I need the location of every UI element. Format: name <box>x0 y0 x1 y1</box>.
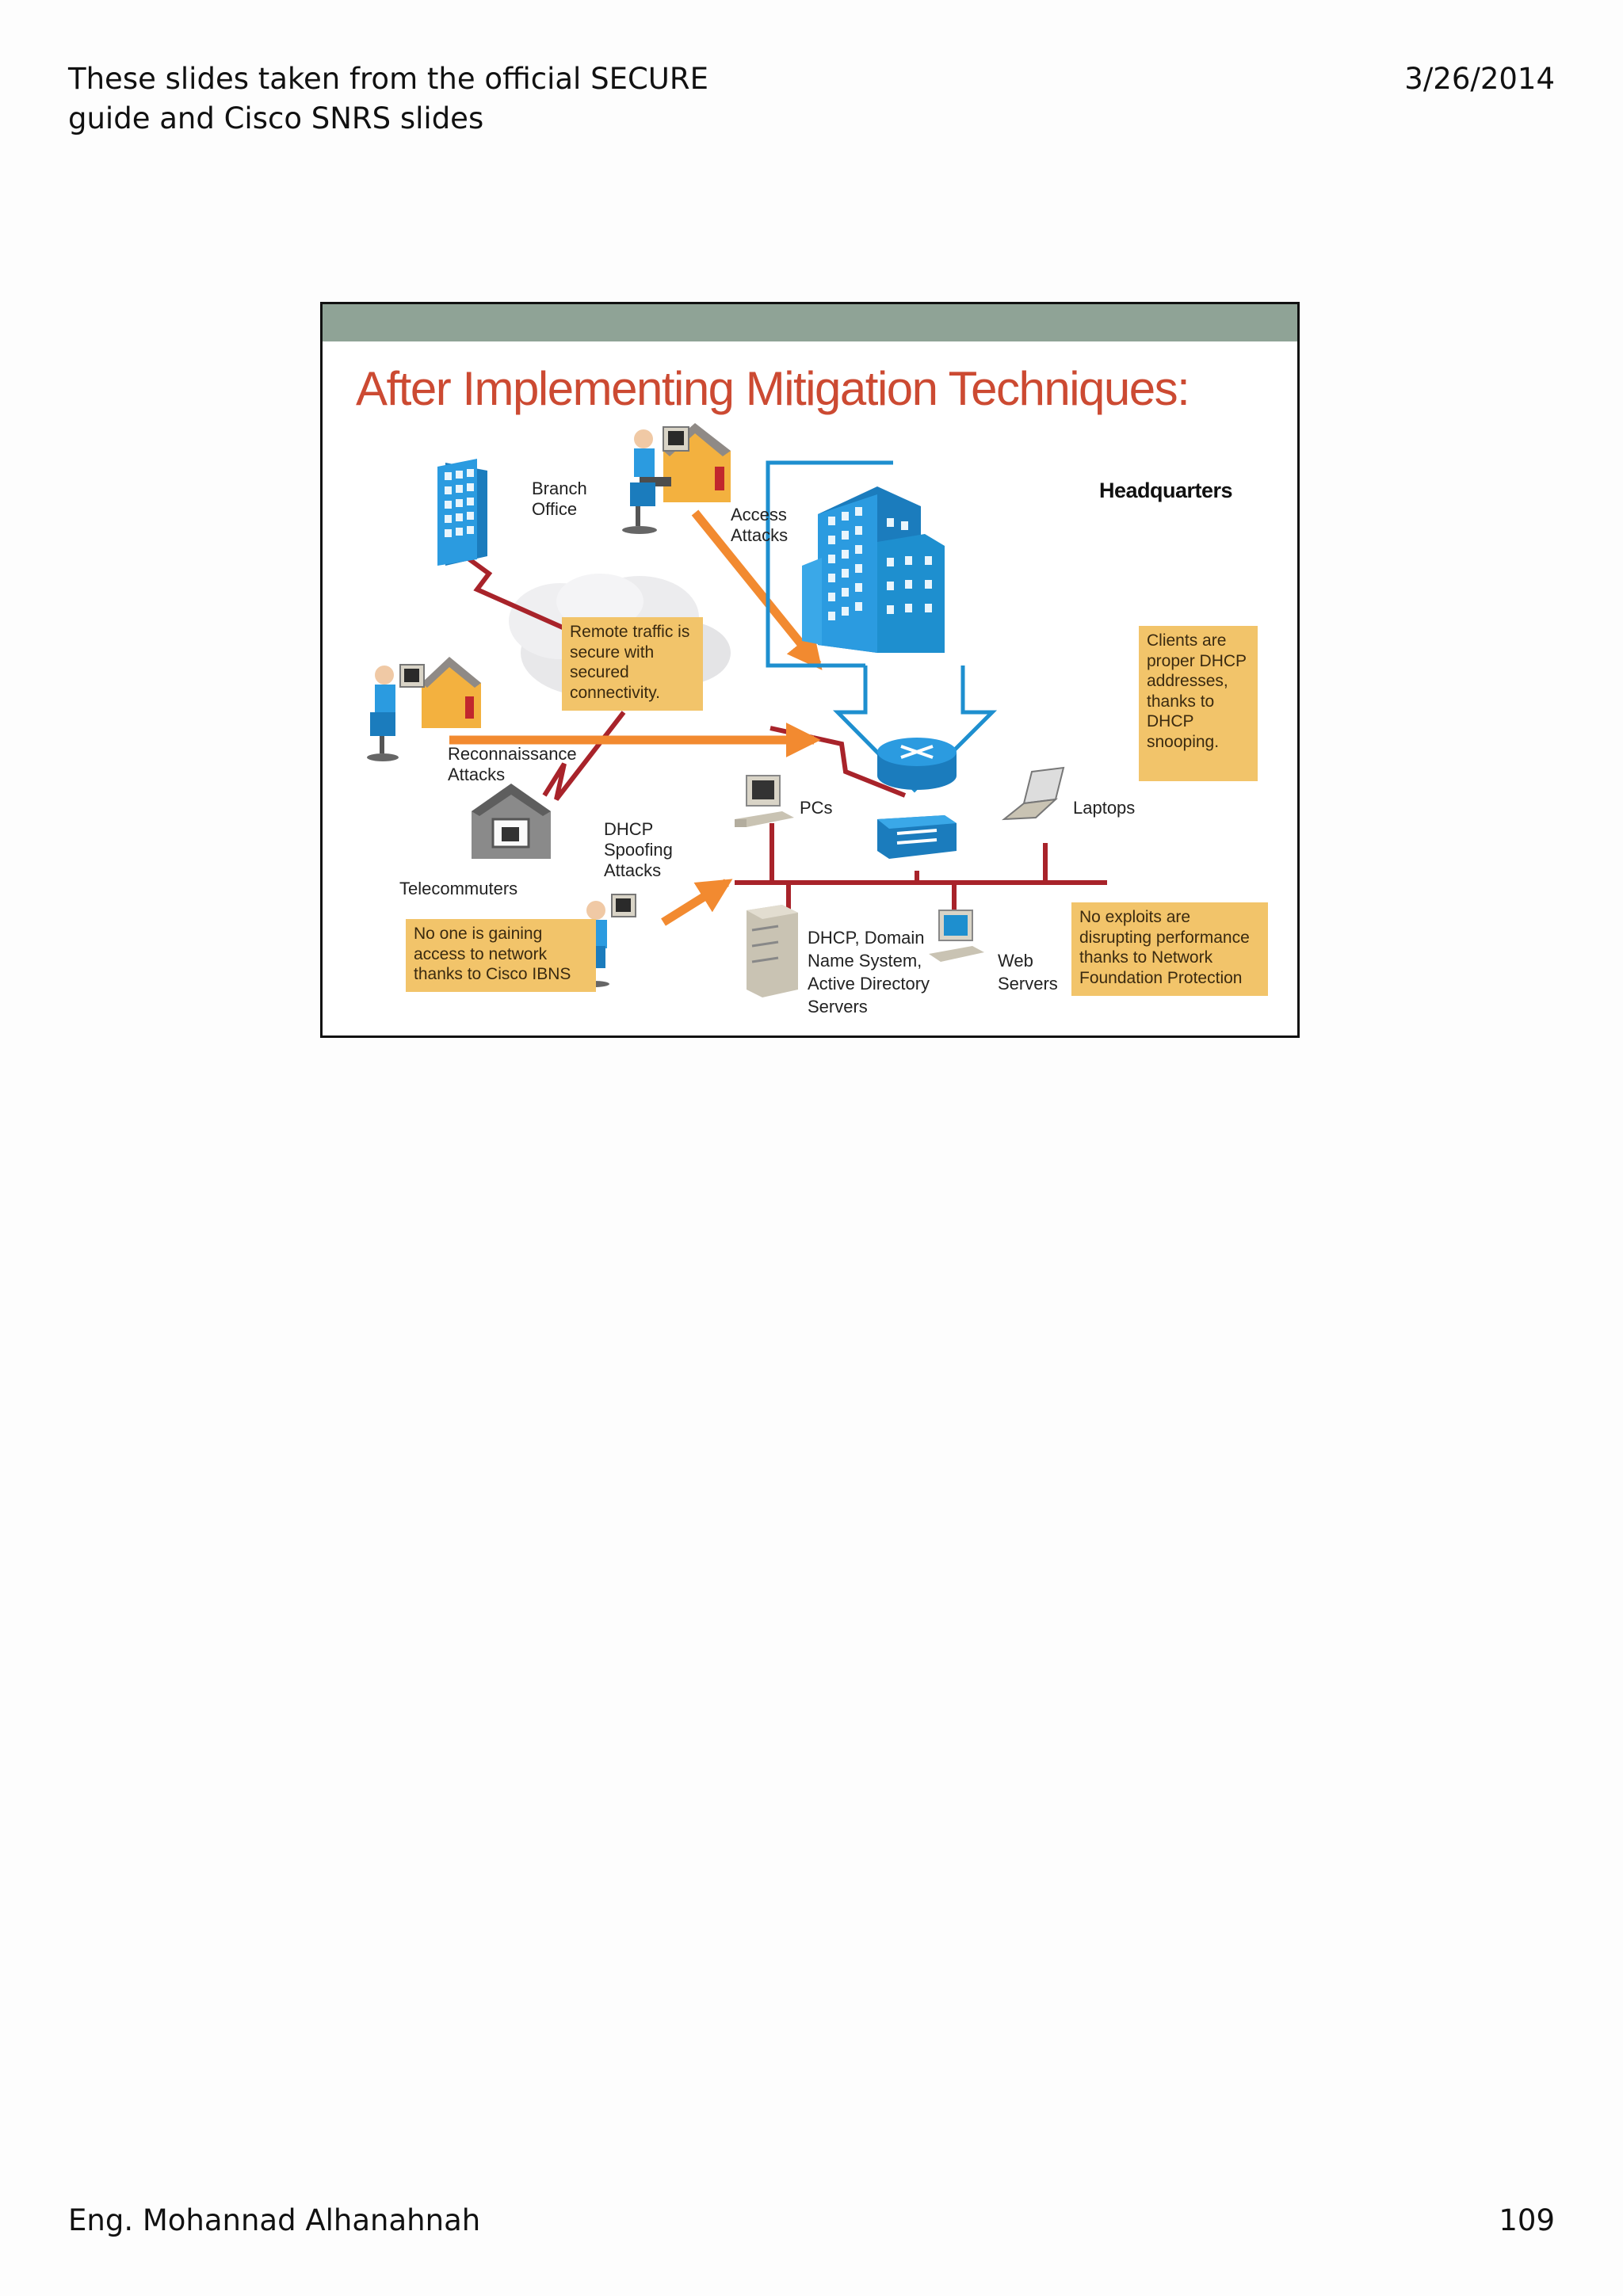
slide-title: After Implementing Mitigation Techniques… <box>356 362 1190 415</box>
footer-page-number: 109 <box>1499 2203 1555 2237</box>
dhcp-spoofing-label: DHCP Spoofing Attacks <box>604 819 673 880</box>
branch-office-label: Branch Office <box>532 479 587 519</box>
headquarters-building-icon <box>766 460 998 793</box>
header-source-note: These slides taken from the official SEC… <box>68 62 708 135</box>
cisco-ibns-note: No one is gaining access to network than… <box>406 919 596 992</box>
wan-link-telecommuter <box>542 711 626 801</box>
network-foundation-protection-note: No exploits are disrupting performance t… <box>1071 902 1268 996</box>
web-servers-label: Web Servers <box>998 951 1058 994</box>
access-attack-arrow <box>691 509 823 670</box>
access-attacker-icon <box>622 423 731 534</box>
slide-title-band <box>323 304 1297 341</box>
dhcp-dns-ad-servers-label: DHCP, Domain Name System, Active Directo… <box>808 928 930 1016</box>
dhcp-snooping-note: Clients are proper DHCP addresses, thank… <box>1139 626 1258 781</box>
switch-icon <box>877 815 957 859</box>
web-server-icon <box>929 910 984 962</box>
pcs-label: PCs <box>800 798 833 818</box>
network-diagram <box>367 423 1107 997</box>
telecommuter-house-icon <box>472 784 551 859</box>
footer-author: Eng. Mohannad Alhanahnah <box>68 2203 481 2237</box>
router-icon <box>877 738 957 790</box>
access-attacks-label: Access Attacks <box>731 505 789 545</box>
branch-office-building-icon <box>437 459 487 566</box>
laptops-label: Laptops <box>1073 798 1136 818</box>
pc-icon <box>735 775 794 827</box>
remote-traffic-note: Remote traffic is secure with secured co… <box>562 617 703 711</box>
telecommuters-label: Telecommuters <box>399 879 518 898</box>
laptop-icon <box>1001 766 1065 821</box>
dhcp-server-icon <box>747 905 798 997</box>
dhcp-spoof-arrow <box>661 879 733 926</box>
reconnaissance-attacks-label: Reconnaissance Attacks <box>448 744 577 784</box>
headquarters-label: Headquarters <box>1099 479 1233 502</box>
reconnaissance-attacker-icon <box>367 657 481 761</box>
slide-frame: After Implementing Mitigation Techniques… <box>320 302 1300 1038</box>
header-date: 3/26/2014 <box>1404 62 1555 96</box>
